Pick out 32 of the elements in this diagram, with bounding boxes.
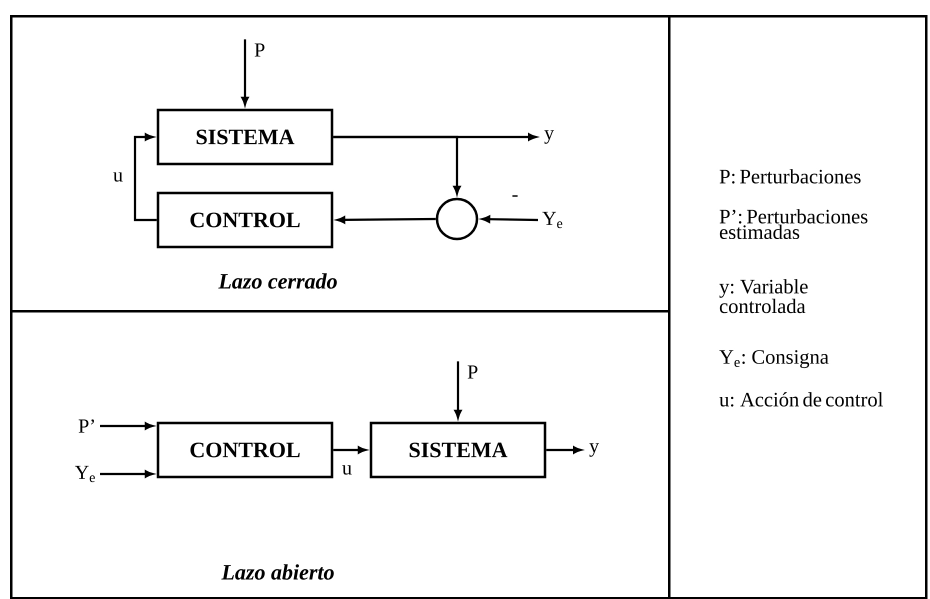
block-box: CONTROL bbox=[156, 192, 334, 248]
signal-label: P bbox=[468, 365, 478, 379]
definition-text: P’: Perturbaciones estimadas bbox=[720, 209, 868, 240]
block-box: SISTEMA bbox=[370, 422, 546, 478]
summing-junction bbox=[436, 198, 478, 240]
arrow bbox=[333, 136, 461, 194]
signal-label: Y$_{e}$ bbox=[74, 466, 95, 482]
arrow bbox=[241, 39, 249, 106]
signal-label: P’ bbox=[78, 419, 94, 433]
arrow bbox=[454, 361, 462, 418]
definition-text: Y$_{e}$: Consigna bbox=[719, 350, 829, 368]
definition-text: P: Perturbaciones bbox=[720, 169, 861, 184]
arrow bbox=[333, 446, 366, 454]
signal-label: y bbox=[544, 130, 554, 144]
arrow bbox=[482, 216, 538, 223]
panel-title: Lazo abierto bbox=[221, 564, 334, 580]
edge-label: u bbox=[112, 171, 124, 183]
arrow bbox=[100, 422, 154, 430]
arrow bbox=[336, 216, 436, 224]
signal-label: P bbox=[254, 43, 264, 57]
panel-title: Lazo cerrado bbox=[218, 273, 337, 289]
block-box: CONTROL bbox=[156, 422, 334, 478]
arrow bbox=[134, 133, 157, 222]
edge-label: - bbox=[510, 194, 520, 202]
definition-text: u: Acción de control bbox=[719, 392, 883, 407]
definition-text: y: Variable controlada bbox=[719, 279, 808, 314]
signal-label: Y$_{e}$ bbox=[542, 212, 562, 228]
signal-label: y bbox=[589, 443, 600, 457]
arrow bbox=[100, 470, 154, 478]
block-box: SISTEMA bbox=[156, 108, 334, 166]
arrow bbox=[546, 446, 582, 454]
edge-label: u bbox=[341, 464, 353, 476]
